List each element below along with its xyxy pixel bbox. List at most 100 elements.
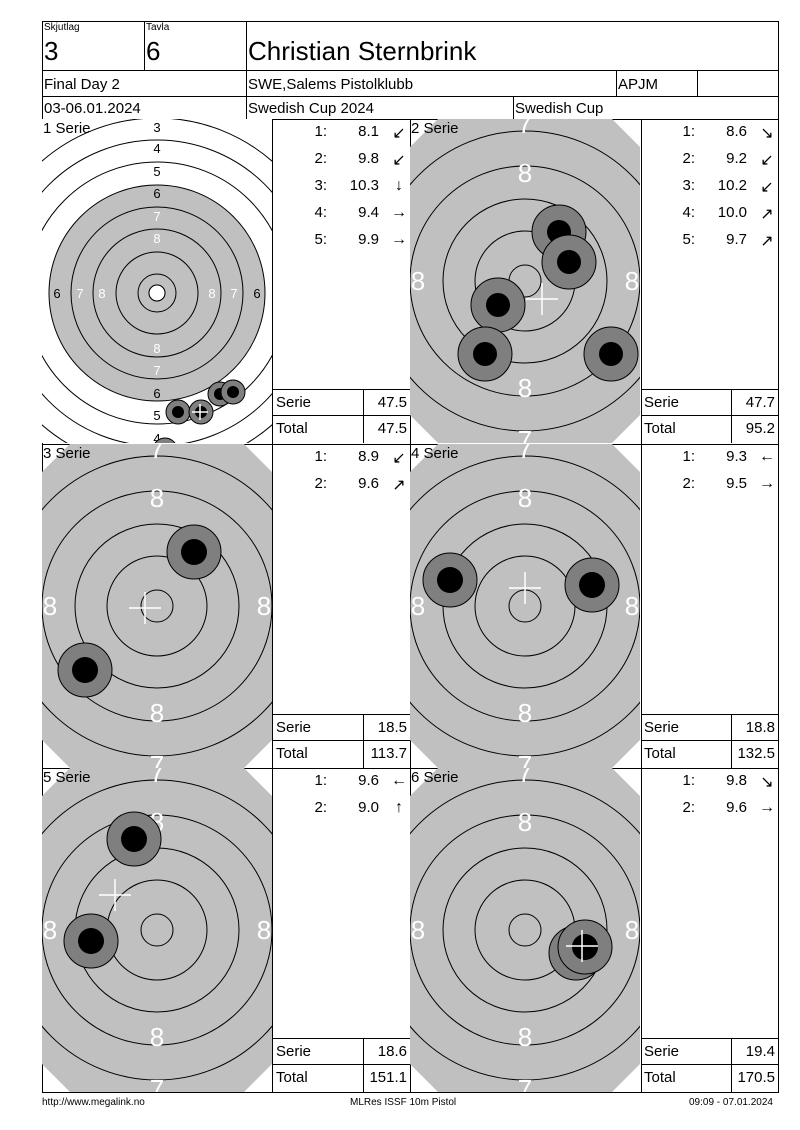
shot-score: 10.3 bbox=[349, 177, 379, 194]
serie-label: Serie bbox=[276, 1043, 312, 1060]
shot-number: 2: bbox=[314, 475, 327, 492]
target-ring bbox=[410, 814, 640, 1046]
shot-score: 9.9 bbox=[358, 231, 379, 248]
ring-number: 7 bbox=[150, 750, 164, 768]
shot-direction-arrow-icon: ↙ bbox=[392, 152, 406, 169]
ring-number: 8 bbox=[518, 158, 532, 188]
ring-number: 8 bbox=[257, 591, 271, 621]
shot-score: 9.4 bbox=[358, 204, 379, 221]
shot-number: 3: bbox=[314, 177, 327, 194]
shot-number: 2: bbox=[682, 475, 695, 492]
target-ring bbox=[42, 139, 272, 443]
shot-number: 2: bbox=[682, 150, 695, 167]
total-value: 132.5 bbox=[737, 745, 775, 762]
ring-number: 8 bbox=[153, 231, 160, 246]
total-label: Total bbox=[276, 420, 308, 437]
ring-number: 8 bbox=[518, 373, 532, 403]
shot-direction-arrow-icon: ← bbox=[759, 448, 775, 465]
series-title: 3 Serie bbox=[43, 445, 91, 462]
shot-score: 8.9 bbox=[358, 448, 379, 465]
ring-number: 5 bbox=[153, 164, 160, 179]
target-ring bbox=[42, 161, 272, 425]
target-ring bbox=[410, 779, 640, 1081]
shot-direction-arrow-icon: ↙ bbox=[760, 179, 774, 196]
ring-number: 8 bbox=[150, 483, 164, 513]
shot-hole-center bbox=[486, 293, 510, 317]
ring-number: 5 bbox=[153, 408, 160, 423]
shot-direction-arrow-icon: ← bbox=[391, 772, 407, 789]
competition-name: Swedish Cup 2024 bbox=[248, 100, 374, 117]
shot-score: 8.6 bbox=[726, 123, 747, 140]
serie-value: 47.5 bbox=[377, 394, 407, 411]
ring-number: 7 bbox=[518, 119, 532, 139]
total-value: 170.5 bbox=[737, 1069, 775, 1086]
ring-number: 8 bbox=[411, 266, 425, 296]
shot-hole-center bbox=[181, 539, 207, 565]
ring-number: 8 bbox=[625, 266, 639, 296]
shooter-name: Christian Sternbrink bbox=[248, 36, 477, 66]
shot-hole-center bbox=[599, 342, 623, 366]
series-title: 5 Serie bbox=[43, 769, 91, 786]
total-label: Total bbox=[644, 1069, 676, 1086]
target-ring bbox=[410, 130, 640, 432]
shot-direction-arrow-icon: ↙ bbox=[760, 152, 774, 169]
total-value: 151.1 bbox=[369, 1069, 407, 1086]
total-label: Total bbox=[644, 745, 676, 762]
shot-score: 9.7 bbox=[726, 231, 747, 248]
target-ring bbox=[140, 589, 174, 623]
ring-number: 8 bbox=[518, 483, 532, 513]
shot-direction-arrow-icon: → bbox=[759, 799, 775, 816]
ring-number: 4 bbox=[153, 141, 160, 156]
footer-url[interactable]: http://www.megalink.no bbox=[42, 1097, 145, 1108]
shot-score: 9.2 bbox=[726, 150, 747, 167]
ring-number: 8 bbox=[625, 591, 639, 621]
ring-number: 7 bbox=[150, 1074, 164, 1092]
ring-number: 8 bbox=[411, 915, 425, 945]
total-label: Total bbox=[276, 1069, 308, 1086]
shot-row: 2:9.6↗ bbox=[307, 475, 417, 495]
target-ring bbox=[106, 555, 208, 657]
serie-value: 47.7 bbox=[745, 394, 775, 411]
target-black bbox=[410, 444, 640, 768]
ring-number: 4 bbox=[153, 431, 160, 443]
serie-label: Serie bbox=[644, 1043, 680, 1060]
shot-score: 10.2 bbox=[717, 177, 747, 194]
club-name: SWE,Salems Pistolklubb bbox=[248, 76, 414, 93]
shot-number: 4: bbox=[314, 204, 327, 221]
serie-row: Serie 47.5 bbox=[273, 394, 410, 414]
shot-hole-center bbox=[473, 342, 497, 366]
ring-number: 8 bbox=[43, 915, 57, 945]
ring-number: 7 bbox=[153, 209, 160, 224]
shot-direction-arrow-icon: → bbox=[759, 475, 775, 492]
shot-row: 1:9.3← bbox=[675, 448, 785, 468]
shot-score: 8.1 bbox=[358, 123, 379, 140]
skjutlag-label: Skjutlag bbox=[44, 22, 80, 33]
serie-label: Serie bbox=[276, 394, 312, 411]
shot-hole bbox=[154, 437, 176, 443]
total-row: Total 170.5 bbox=[641, 1069, 778, 1089]
ring-number: 7 bbox=[518, 750, 532, 768]
shot-row: 4:9.4→ bbox=[307, 204, 417, 224]
shot-number: 1: bbox=[314, 448, 327, 465]
ring-number: 8 bbox=[518, 698, 532, 728]
shot-score: 9.6 bbox=[726, 799, 747, 816]
target-ring bbox=[140, 913, 174, 947]
footer-software: MLRes ISSF 10m Pistol bbox=[350, 1097, 457, 1108]
footer-timestamp: 09:09 - 07.01.2024 bbox=[689, 1097, 773, 1108]
shot-number: 1: bbox=[314, 123, 327, 140]
shot-hole-center bbox=[78, 928, 104, 954]
shot-number: 1: bbox=[682, 772, 695, 789]
shot-score: 9.6 bbox=[358, 475, 379, 492]
total-value: 95.2 bbox=[745, 420, 775, 437]
target-image: 333344445555666677778888 bbox=[42, 119, 272, 443]
shot-row: 1:8.6↘ bbox=[675, 123, 785, 143]
shot-score: 9.6 bbox=[358, 772, 379, 789]
shot-row: 5:9.9→ bbox=[307, 231, 417, 251]
shot-row: 2:9.8↙ bbox=[307, 150, 417, 170]
shot-direction-arrow-icon: ↘ bbox=[760, 774, 774, 791]
